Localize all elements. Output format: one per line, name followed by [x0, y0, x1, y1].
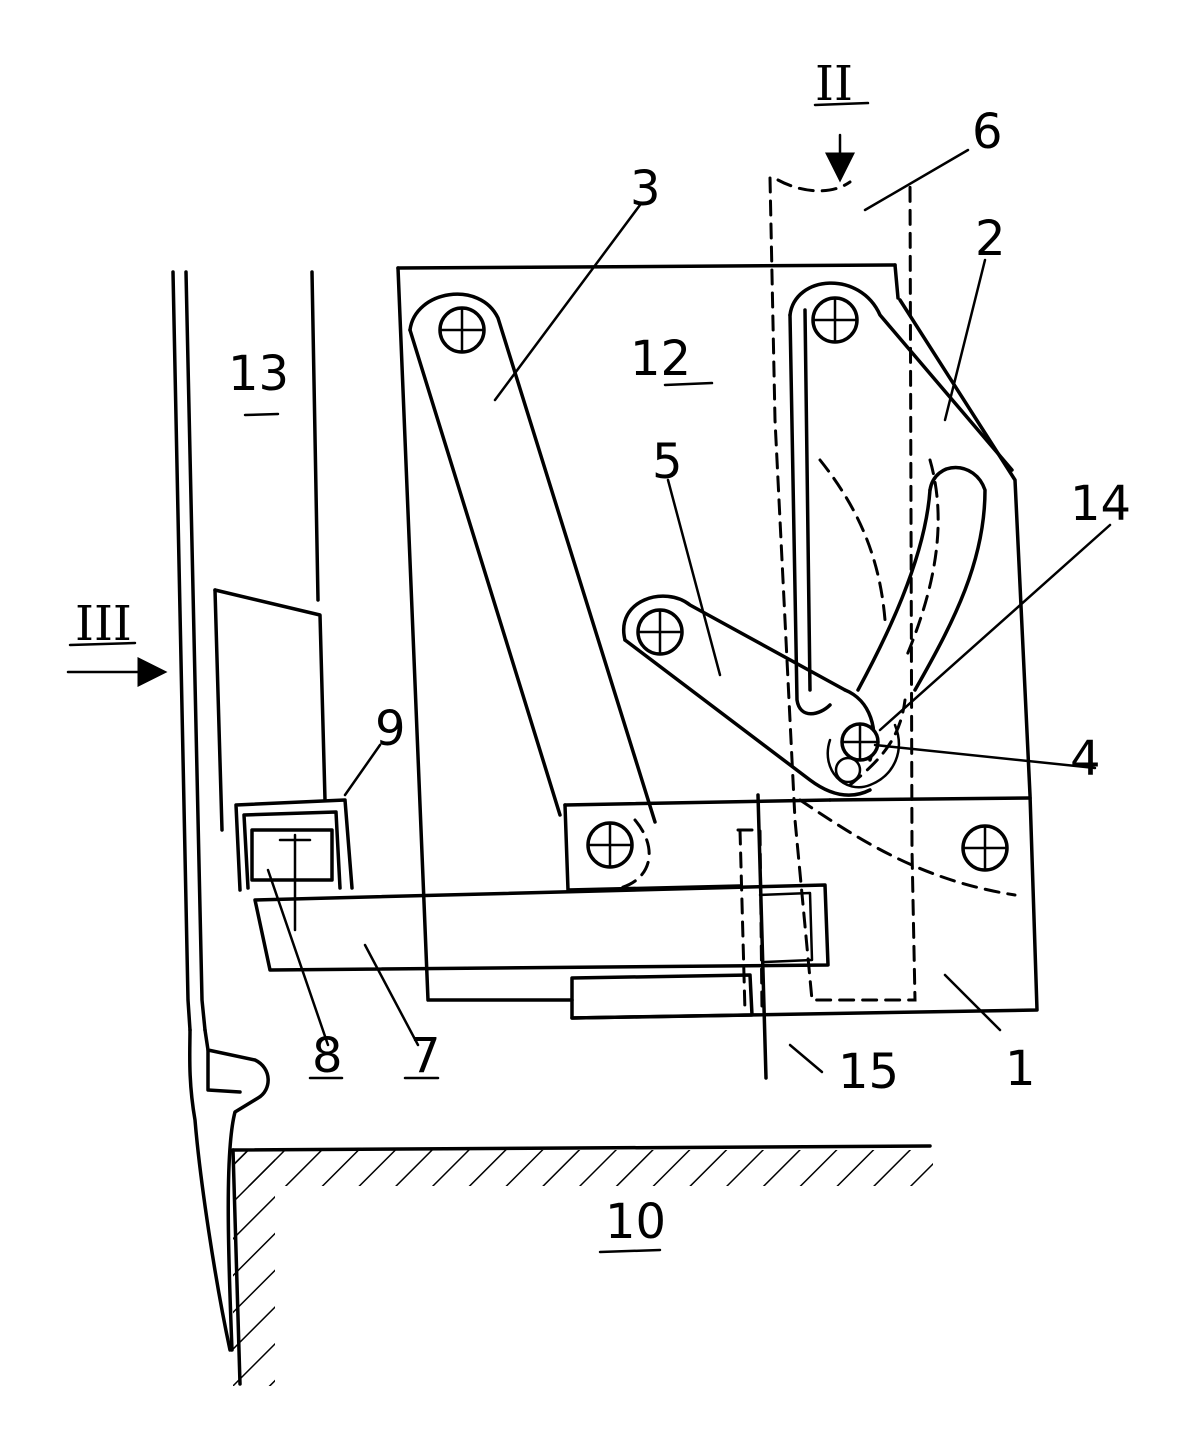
label-6: 6 [972, 104, 1003, 160]
bracket-screw-left [588, 823, 632, 867]
label-1: 1 [1005, 1041, 1036, 1097]
leader-lines [268, 150, 1110, 1045]
label-7: 7 [410, 1028, 441, 1084]
plate-screw-right [963, 826, 1007, 870]
label-10: 10 [605, 1194, 666, 1250]
label-12: 12 [630, 331, 691, 387]
pivot-pin-4 [828, 724, 899, 787]
label-8: 8 [312, 1028, 343, 1084]
floor-wall-10 [233, 1146, 933, 1386]
label-14: 14 [1070, 476, 1131, 532]
label-2: 2 [975, 211, 1006, 267]
label-13: 13 [228, 346, 289, 402]
lower-strip [572, 975, 752, 1018]
hinge-arm-3 [410, 294, 655, 822]
label-4: 4 [1070, 731, 1101, 787]
hinge-arm-2 [790, 283, 1012, 714]
label-3: 3 [630, 161, 661, 217]
label-5: 5 [652, 434, 683, 490]
hinge-base-plate-1 [572, 300, 1037, 1018]
screw-8 [252, 830, 332, 930]
label-15: 15 [838, 1044, 899, 1100]
label-9: 9 [375, 701, 406, 757]
side-bracket [215, 590, 325, 830]
